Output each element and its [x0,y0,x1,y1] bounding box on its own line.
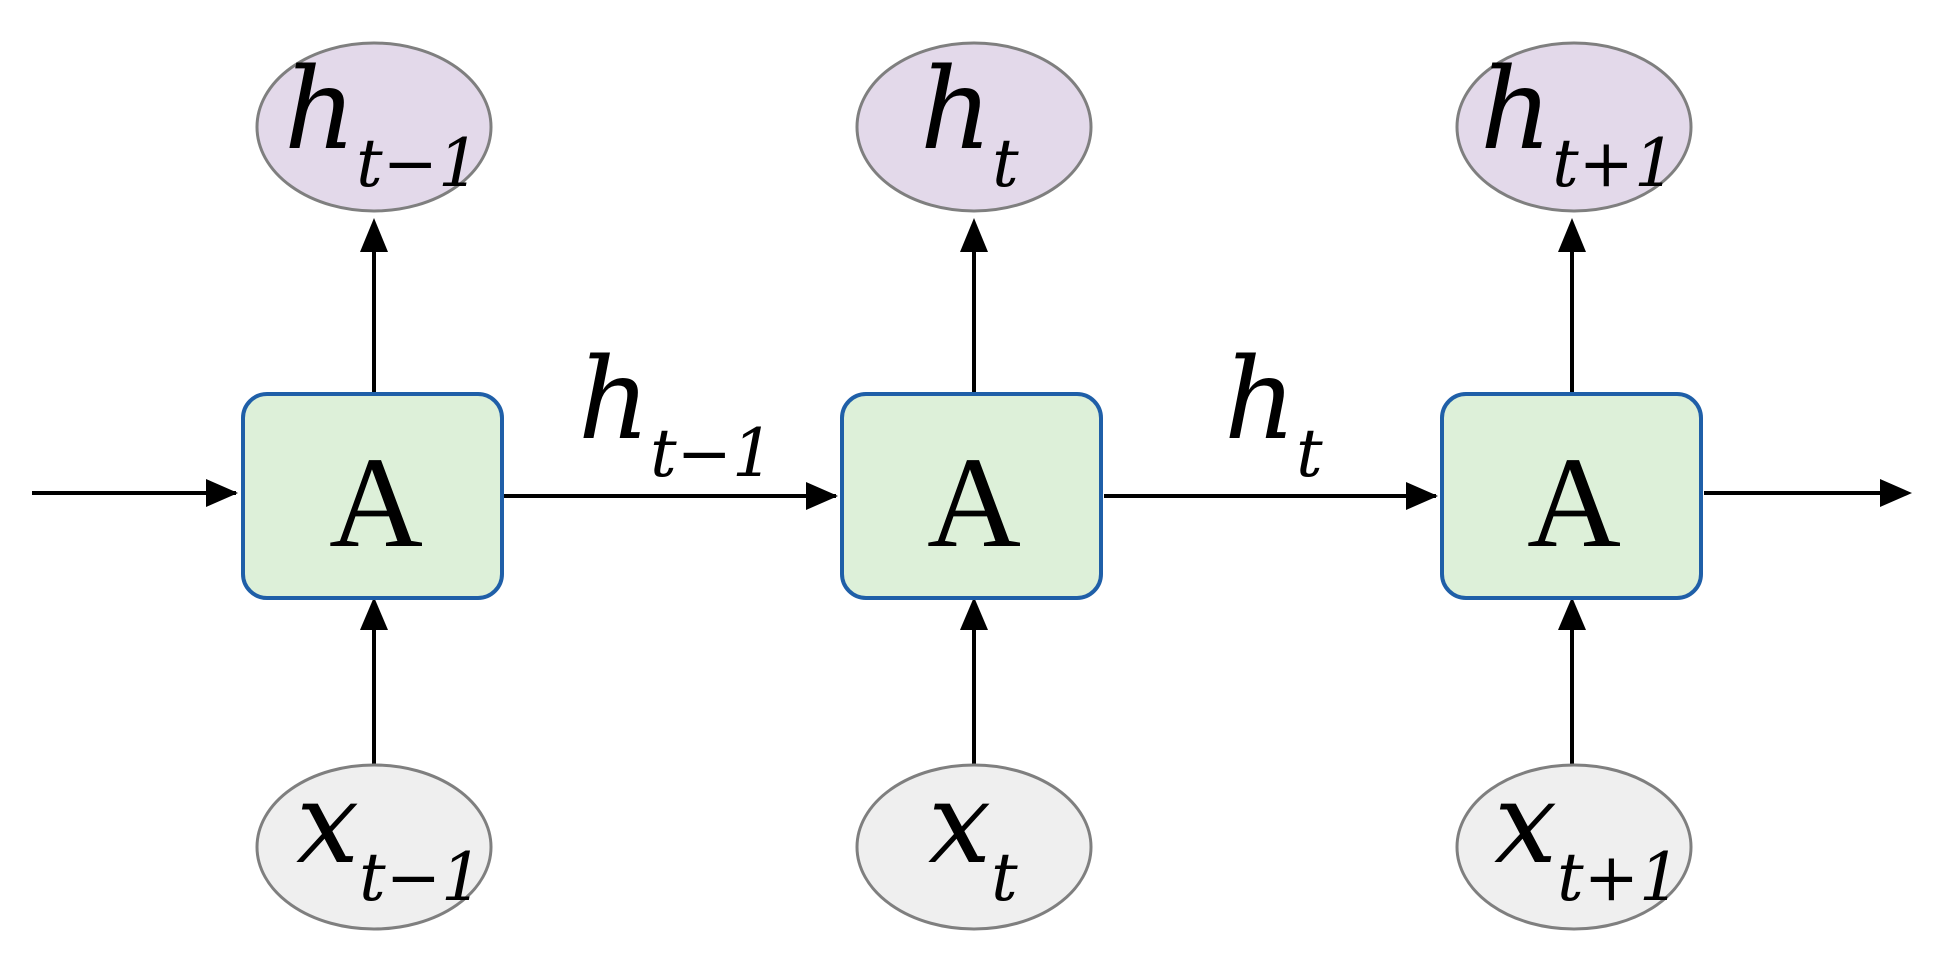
cell-box [241,392,504,600]
output-ellipse [855,41,1093,213]
output-subscript: t+1 [1552,125,1676,202]
output-node-1: ht−1 [255,41,493,213]
output-symbol: h [920,45,992,175]
link-subscript: t−1 [650,415,774,492]
arrowhead-1-2 [806,482,838,510]
input-label: xt [928,759,1018,916]
link-symbol: h [1224,335,1296,465]
vertical-arrows [372,250,1574,770]
input-ellipse [255,763,493,931]
cell-label: A [329,431,423,575]
arrowhead-input-1 [360,597,388,630]
arrowhead-output-1 [360,218,388,252]
arrowhead-in [206,479,238,507]
input-subscript: t+1 [1557,839,1681,916]
input-subscript: t−1 [359,839,483,916]
output-label: ht−1 [284,45,480,202]
input-node-3: xt+1 [1455,759,1693,931]
output-ellipse [1455,41,1693,213]
cell-box [1440,392,1703,600]
cell-1: A [241,392,504,600]
vertical-arrowheads [360,218,1586,630]
link-label-2: ht [1224,335,1323,492]
cell-2: A [840,392,1103,600]
input-node-1: xt−1 [255,759,493,931]
input-symbol: x [296,759,359,889]
output-node-2: ht [855,41,1093,213]
link-subscript: t [1296,415,1323,492]
arrowhead-output-2 [960,218,988,252]
cell-box [840,392,1103,600]
input-label: xt−1 [296,759,483,916]
output-label: ht [920,45,1019,202]
output-node-3: ht+1 [1455,41,1693,213]
horizontal-arrowheads [206,479,1912,510]
arrowhead-input-3 [1558,597,1586,630]
output-label: ht+1 [1480,45,1676,202]
arrowhead-out [1880,479,1912,507]
recurrent-arrows [32,491,1905,498]
output-subscript: t−1 [356,125,480,202]
arrowhead-input-2 [960,597,988,630]
output-subscript: t [992,125,1019,202]
input-subscript: t [991,839,1018,916]
arrowhead-output-3 [1558,218,1586,252]
link-label-1: ht−1 [578,335,774,492]
input-ellipse [1455,763,1693,931]
input-node-2: xt [855,759,1093,931]
cell-3: A [1440,392,1703,600]
output-symbol: h [284,45,356,175]
output-ellipse [255,41,493,213]
output-symbol: h [1480,45,1552,175]
cell-label: A [1527,431,1621,575]
input-ellipse [855,763,1093,931]
input-symbol: x [1494,759,1557,889]
input-symbol: x [928,759,991,889]
link-symbol: h [578,335,650,465]
input-label: xt+1 [1494,759,1681,916]
arrowhead-2-3 [1406,482,1438,510]
cell-label: A [927,431,1021,575]
